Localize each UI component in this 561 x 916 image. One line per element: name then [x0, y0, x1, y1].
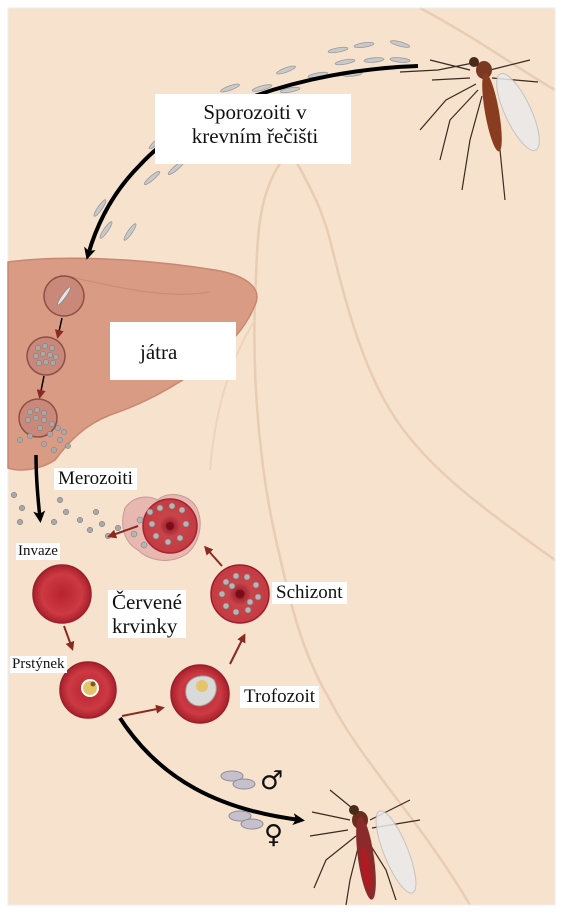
label-merozoites: Merozoiti — [54, 468, 137, 490]
label-schizont: Schizont — [272, 582, 347, 604]
label-red-cells-line2: krvinky — [112, 614, 182, 638]
female-symbol: ♀ — [264, 822, 283, 848]
label-liver: játra — [110, 322, 236, 380]
infected-liver-cell — [44, 276, 84, 316]
label-sporozoites-line2: krevním řečišti — [165, 124, 345, 148]
label-sporozoites: Sporozoiti v krevním řečišti — [155, 94, 351, 164]
label-trophozoite: Trofozoit — [240, 686, 319, 708]
label-ring: Prstýnek — [10, 656, 67, 673]
label-sporozoites-line1: Sporozoiti v — [165, 100, 345, 124]
ring-stage-cell — [60, 662, 116, 718]
label-red-cells: Červené krvinky — [108, 590, 186, 638]
label-red-cells-line1: Červené — [112, 590, 182, 614]
male-symbol: ♂ — [260, 768, 283, 794]
liver-schizont — [27, 337, 65, 375]
red-blood-cell-icon — [33, 565, 91, 623]
trophozoite-cell — [171, 665, 229, 723]
label-invasion: Invaze — [16, 543, 60, 560]
schizont-cell — [211, 565, 269, 623]
